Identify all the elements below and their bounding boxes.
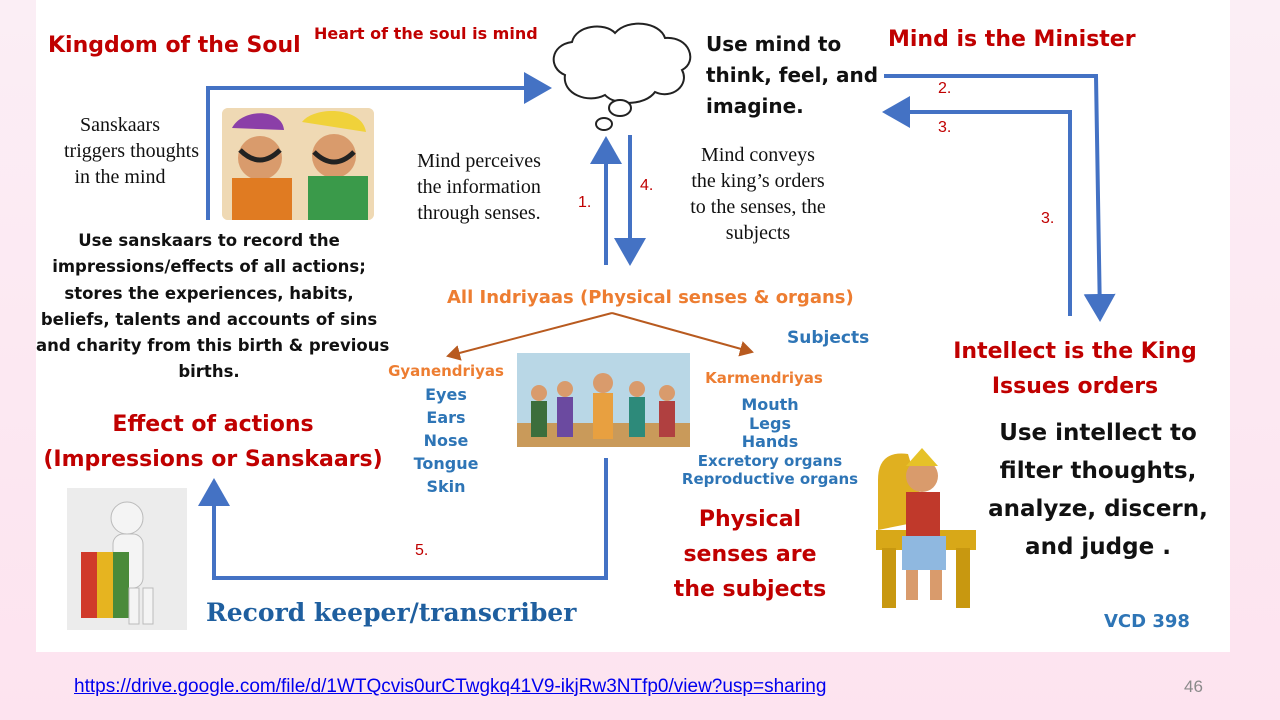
flow-arrows: [198, 72, 1116, 580]
subjects-label: Subjects: [787, 328, 870, 348]
karmendriyas-item-hands: Hands: [741, 432, 799, 451]
physical-senses-line-1: Physical: [698, 507, 802, 532]
sanskaars-use-line-3: stores the experiences, habits,: [64, 283, 354, 303]
karmendriyas-list: Karmendriyas Mouth Legs Hands Excretory …: [680, 368, 860, 489]
intellect-use-line-4: and judge .: [1025, 534, 1171, 560]
king-on-throne-image: [858, 440, 988, 612]
record-keeper-image: [67, 488, 187, 630]
arrow-2-mind-to-intellect: [884, 74, 1116, 322]
physical-senses-line-3: the subjects: [673, 577, 827, 602]
gyanendriyas-item-skin: Skin: [426, 477, 466, 496]
minister-title: Mind is the Minister: [888, 27, 1136, 52]
karmendriyas-item-reproductive: Reproductive organs: [681, 470, 859, 488]
gyanendriyas-item-tongue: Tongue: [413, 454, 479, 473]
mind-perceives-line-3: through senses.: [417, 202, 541, 224]
two-men-image: [222, 108, 374, 220]
karmendriyas-item-mouth: Mouth: [741, 395, 799, 414]
effect-title: Effect of actions (Impressions or Sanska…: [42, 407, 384, 477]
sanskaars-trigger-line-2: triggers thoughts: [64, 140, 199, 162]
effect-title-line-2: (Impressions or Sanskaars): [43, 447, 383, 472]
arrow-5-senses-to-record: [198, 458, 608, 580]
page-number: 46: [1184, 677, 1203, 696]
effect-title-line-1: Effect of actions: [112, 412, 314, 437]
mind-conveys-line-2: the king’s orders: [691, 170, 825, 192]
mind-conveys-line-4: subjects: [725, 222, 791, 244]
physical-senses-line-2: senses are: [683, 542, 817, 567]
step-5-label: 5.: [415, 542, 429, 559]
indriyaas-heading: All Indriyaas (Physical senses & organs): [447, 287, 854, 308]
intellect-use-text: Use intellect to filter thoughts, analyz…: [983, 414, 1213, 566]
intellect-title-line-1: Intellect is the King: [953, 339, 1197, 364]
arrow-sanskaars-to-mind: [206, 72, 552, 220]
mind-text-line-1: Use mind to: [706, 32, 842, 56]
gyanendriyas-title: Gyanendriyas: [388, 362, 504, 380]
sanskaars-trigger-text: Sanskaars triggers thoughts in the mind: [64, 112, 199, 190]
thought-cloud-icon: [552, 22, 692, 131]
step-2-label: 2.: [938, 80, 952, 97]
record-keeper-label: Record keeper/transcriber: [206, 598, 577, 627]
mind-perceives-line-2: the information: [417, 176, 541, 198]
mind-conveys-line-1: Mind conveys: [701, 144, 815, 166]
step-3-label-top: 3.: [938, 119, 952, 136]
sanskaars-trigger-line-3: in the mind: [74, 166, 166, 188]
mind-conveys-text: Mind conveys the king’s orders to the se…: [670, 142, 846, 246]
mind-text-line-3: imagine.: [706, 94, 804, 118]
intellect-title-line-2: Issues orders: [991, 374, 1159, 399]
intellect-use-line-1: Use intellect to: [999, 420, 1197, 446]
sanskaars-trigger-line-1: Sanskaars: [80, 114, 160, 136]
branch-arrows: [446, 312, 754, 361]
karmendriyas-item-excretory: Excretory organs: [697, 451, 843, 470]
step-4-label: 4.: [640, 177, 654, 194]
vcd-label: VCD 398: [1104, 611, 1190, 632]
karmendriyas-item-legs: Legs: [748, 413, 792, 433]
intellect-use-line-2: filter thoughts,: [999, 458, 1197, 484]
sanskaars-use-line-1: Use sanskaars to record the: [78, 231, 340, 250]
gyanendriyas-item-ears: Ears: [426, 408, 466, 427]
sanskaars-use-line-5: and charity from this birth & previous: [36, 336, 390, 356]
gyanendriyas-item-eyes: Eyes: [425, 385, 467, 404]
kingdom-title: Kingdom of the Soul: [48, 33, 301, 58]
karmendriyas-title: Karmendriyas: [705, 369, 823, 387]
mind-text-line-2: think, feel, and: [706, 63, 879, 87]
gyanendriyas-list: Gyanendriyas Eyes Ears Nose Tongue Skin: [386, 360, 506, 498]
sanskaars-use-line-4: beliefs, talents and accounts of sins: [40, 309, 378, 329]
mind-conveys-line-3: to the senses, the: [690, 196, 826, 218]
heart-title: Heart of the soul is mind: [314, 24, 538, 43]
mind-text: Use mind to think, feel, and imagine.: [706, 29, 878, 122]
drive-link[interactable]: https://drive.google.com/file/d/1WTQcvis…: [74, 676, 827, 697]
intellect-use-line-3: analyze, discern,: [988, 496, 1208, 522]
step-3-label-right: 3.: [1041, 210, 1055, 227]
arrow-3-intellect-to-mind: [882, 96, 1072, 316]
physical-senses-text: Physical senses are the subjects: [668, 502, 832, 607]
mind-perceives-text: Mind perceives the information through s…: [400, 148, 558, 226]
intellect-title: Intellect is the King Issues orders: [945, 334, 1205, 404]
sanskaars-use-line-2: impressions/effects of all actions;: [52, 257, 366, 277]
royal-court-image: [517, 353, 690, 447]
step-1-label: 1.: [578, 194, 592, 211]
sanskaars-use-line-6: births.: [178, 362, 240, 382]
gyanendriyas-item-nose: Nose: [423, 431, 469, 450]
mind-perceives-line-1: Mind perceives: [417, 150, 541, 172]
sanskaars-use-text: Use sanskaars to record the impressions/…: [36, 228, 390, 386]
